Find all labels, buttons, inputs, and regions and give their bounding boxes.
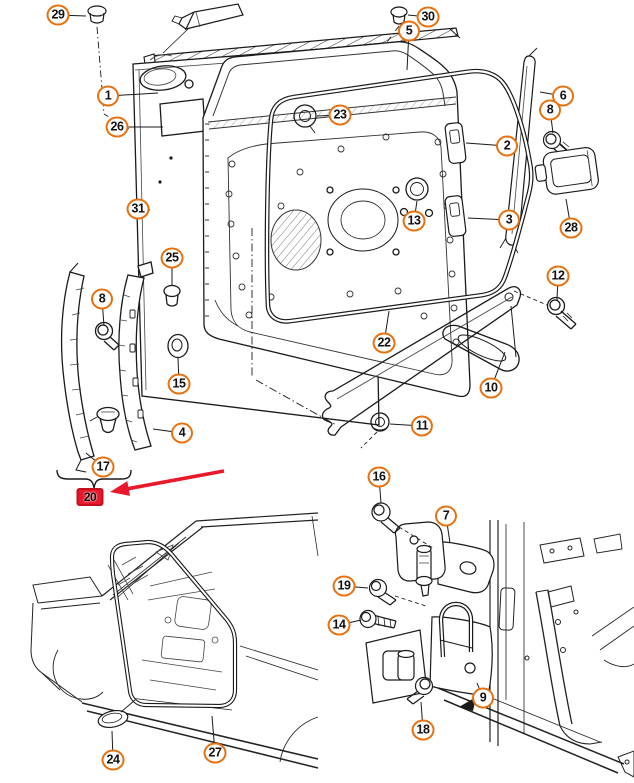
bracket-28-part — [534, 147, 599, 195]
handle-cutout — [139, 65, 194, 91]
callout-5[interactable]: 5 — [398, 20, 420, 42]
callout-30[interactable]: 30 — [416, 6, 440, 28]
pad-24-part — [97, 699, 136, 729]
callout-1[interactable]: 1 — [97, 85, 119, 107]
sealant-tube-part — [171, 3, 244, 30]
speaker-hole — [270, 209, 322, 271]
callout-17[interactable]: 17 — [91, 456, 115, 478]
body-side-view — [30, 512, 319, 769]
left-strips — [56, 261, 189, 489]
callout-25[interactable]: 25 — [160, 247, 184, 269]
callout-4[interactable]: 4 — [171, 422, 193, 444]
callout-14[interactable]: 14 — [327, 614, 351, 636]
callout-23[interactable]: 23 — [328, 104, 352, 126]
regulator-rails — [251, 228, 577, 449]
bolt-12-dashline — [513, 290, 548, 306]
hinge-9-part — [365, 601, 493, 704]
bolt-19-dashline — [394, 595, 427, 607]
callout-7[interactable]: 7 — [435, 505, 457, 527]
clip-30-centerline — [383, 25, 400, 47]
grommet-15-part — [167, 333, 189, 359]
callout-27[interactable]: 27 — [203, 742, 227, 764]
tube-leader — [162, 28, 189, 54]
callout-19[interactable]: 19 — [332, 575, 356, 597]
hinge-pillar-view — [359, 502, 634, 778]
push-clip-part — [89, 406, 120, 434]
callout-3[interactable]: 3 — [498, 209, 520, 231]
seal-27-part — [109, 539, 238, 709]
bolt-8-left-part — [94, 321, 120, 351]
callout-28[interactable]: 28 — [559, 217, 583, 239]
bolt-8-right-part — [542, 130, 570, 158]
callout-18[interactable]: 18 — [411, 719, 435, 741]
bolt-18-part — [406, 676, 434, 705]
callout-24[interactable]: 24 — [101, 749, 125, 771]
callout-31[interactable]: 31 — [126, 198, 150, 220]
callout-22[interactable]: 22 — [372, 332, 396, 354]
highlight-arrow-head — [110, 481, 131, 496]
pad-2-part — [444, 122, 467, 164]
door-inner-frame — [202, 41, 471, 398]
bolt-16-part — [371, 502, 401, 534]
highlight-arrow-shaft — [124, 469, 225, 492]
bolt-14-part — [359, 609, 397, 629]
highlight-arrow — [110, 469, 225, 496]
rail-10-part — [321, 286, 522, 436]
callout-9[interactable]: 9 — [472, 687, 494, 709]
callout-12[interactable]: 12 — [546, 265, 570, 287]
edge-holes — [205, 123, 209, 317]
nut-11-dashline — [360, 431, 378, 449]
callout-8[interactable]: 8 — [539, 99, 561, 121]
callout-20-highlighted[interactable]: 20 — [76, 488, 104, 506]
strip-17-part — [60, 262, 95, 473]
callout-26[interactable]: 26 — [105, 116, 129, 138]
grommet-23-part — [293, 104, 317, 134]
nut-11-part — [370, 412, 390, 432]
bolt-19-part — [368, 578, 397, 606]
pad-3-part — [444, 195, 467, 237]
callout-29[interactable]: 29 — [46, 4, 70, 26]
callout-2[interactable]: 2 — [496, 135, 518, 157]
callout-6[interactable]: 6 — [552, 85, 574, 107]
applique-6-part — [499, 47, 538, 254]
callout-15[interactable]: 15 — [167, 373, 191, 395]
hinge-7-part — [394, 521, 495, 597]
rail-bracket-arm — [442, 305, 520, 372]
clip-29-part — [87, 5, 107, 24]
bolt-12-part — [546, 296, 577, 330]
glass-run-pads — [444, 122, 467, 237]
callout-16[interactable]: 16 — [367, 466, 391, 488]
callout-13[interactable]: 13 — [402, 210, 426, 232]
access-hole — [326, 186, 400, 256]
door-seal-loop — [264, 68, 534, 324]
direction-arrowhead — [459, 697, 476, 711]
callout-8[interactable]: 8 — [91, 288, 113, 310]
callout-11[interactable]: 11 — [410, 415, 434, 437]
callout-10[interactable]: 10 — [479, 377, 503, 399]
strip-4-part — [118, 261, 154, 451]
